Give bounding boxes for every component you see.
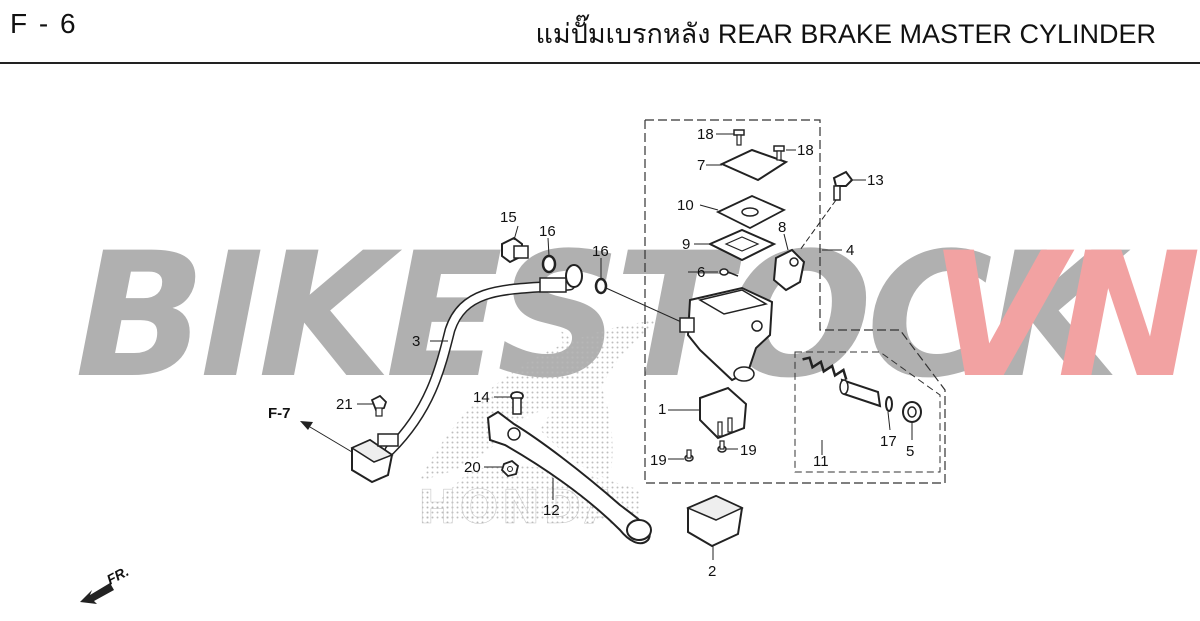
callout-7: 7 bbox=[697, 157, 705, 174]
spring bbox=[802, 356, 848, 380]
circlip-17 bbox=[885, 396, 893, 412]
callout-21: 21 bbox=[336, 396, 353, 413]
callout-10: 10 bbox=[677, 197, 694, 214]
callout-20: 20 bbox=[464, 459, 481, 476]
watermark-text: BIKESTOCK bbox=[75, 215, 1131, 416]
screw-19b bbox=[717, 440, 727, 453]
leader-lines bbox=[357, 133, 913, 560]
callout-4: 4 bbox=[846, 242, 854, 259]
callout-5: 5 bbox=[906, 443, 914, 460]
forward-direction-arrow bbox=[80, 583, 114, 604]
master-cylinder-body bbox=[679, 286, 774, 382]
callout-1: 1 bbox=[658, 401, 666, 418]
callout-16a: 16 bbox=[539, 223, 556, 240]
screw-18a bbox=[733, 129, 745, 146]
assembly-frame-4 bbox=[644, 119, 946, 484]
callout-2: 2 bbox=[708, 563, 716, 580]
page-title: แม่ปั๊มเบรกหลัง REAR BRAKE MASTER CYLIND… bbox=[535, 19, 1156, 49]
callout-19b: 19 bbox=[740, 442, 757, 459]
callout-3: 3 bbox=[412, 333, 420, 350]
callout-13: 13 bbox=[867, 172, 884, 189]
reservoir-cover-7 bbox=[719, 148, 789, 182]
assembly-frame-11 bbox=[794, 351, 941, 473]
nut-20 bbox=[500, 459, 520, 477]
callout-18a: 18 bbox=[697, 126, 714, 143]
screw-19a bbox=[684, 449, 694, 462]
reference-label: F-7 bbox=[268, 405, 291, 422]
small-clip-6 bbox=[719, 268, 739, 277]
brake-lever-12 bbox=[486, 410, 652, 545]
callout-15: 15 bbox=[500, 209, 517, 226]
sealing-washer-16a bbox=[541, 254, 557, 274]
banjo-bolt-15 bbox=[501, 236, 529, 264]
callout-14: 14 bbox=[473, 389, 490, 406]
callout-8: 8 bbox=[778, 219, 786, 236]
forward-direction-label: FR. bbox=[104, 563, 131, 588]
callout-12: 12 bbox=[543, 502, 560, 519]
callout-16b: 16 bbox=[592, 243, 609, 260]
piston bbox=[839, 378, 882, 408]
callout-19a: 19 bbox=[650, 452, 667, 469]
header-divider bbox=[0, 62, 1200, 64]
hose-banjo-fitting bbox=[539, 264, 583, 293]
callout-17: 17 bbox=[880, 433, 897, 450]
screw-18b bbox=[773, 145, 785, 161]
bolt-13 bbox=[832, 170, 854, 201]
hose-end-block bbox=[350, 433, 399, 484]
pivot-bolt-14 bbox=[510, 391, 524, 415]
callout-18b: 18 bbox=[797, 142, 814, 159]
sealing-washer-16b bbox=[594, 277, 608, 295]
brake-switch-1 bbox=[699, 386, 748, 440]
switch-cover-2 bbox=[686, 494, 744, 548]
callout-11: 11 bbox=[813, 453, 829, 470]
boot-5 bbox=[902, 401, 922, 423]
bolt-21 bbox=[370, 394, 388, 417]
page-code: F - 6 bbox=[10, 8, 78, 39]
watermark-accent-text: VN bbox=[930, 215, 1198, 416]
callout-6: 6 bbox=[697, 264, 705, 281]
reference-arrow bbox=[300, 421, 353, 453]
mounting-bracket-8 bbox=[772, 248, 806, 292]
callout-9: 9 bbox=[682, 236, 690, 253]
